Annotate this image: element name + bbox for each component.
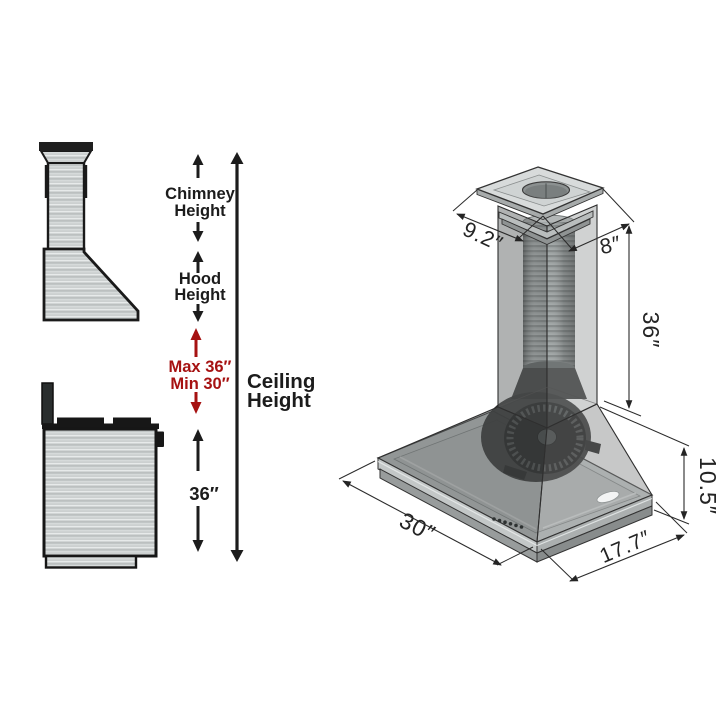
down-arrow-icon [192,540,204,552]
range-gap-label: 36″ [189,483,219,504]
side-chimney-cap [39,142,93,151]
side-hood-body [42,247,140,322]
iso-view: 9.2″ 8″ 36″ 10.5″ 30″ [338,166,720,582]
ceiling-height-label-line1: Ceiling [247,370,315,393]
control-button [503,520,507,524]
extension-line [452,189,478,212]
rim-highlight [536,497,653,547]
side-view-range [41,382,164,569]
extension-line [602,188,635,223]
extension-line [338,460,376,480]
hood-height-label-line1: Hood [179,270,221,288]
up-arrow-icon [230,152,244,164]
side-view-hood [39,142,140,322]
range-grate-right [113,417,151,424]
range-cooktop [42,423,159,429]
extension-line [542,215,573,250]
extension-line [540,548,574,581]
dim-hood-height: 10.5″ [599,406,720,525]
range-body [42,427,158,558]
dim-top-width-label: 8″ [597,231,623,259]
ceiling-height-label-line2: Height [247,389,311,412]
control-button [514,523,518,528]
down-arrow-icon [192,311,204,322]
chimney-height-label-line2: Height [174,202,226,220]
control-button [508,522,513,526]
blower-bracket [585,440,601,454]
range-handle [156,431,164,447]
down-arrow-icon [230,550,244,562]
dimension-line [569,534,685,582]
control-button [492,517,496,521]
extension-line [603,400,642,417]
extension-line [496,546,534,566]
down-arrow-icon [192,231,204,242]
red-down-arrow-icon [190,402,202,414]
height-annotations: Chimney Height Hood Height Max 36″ Min 3… [165,152,315,562]
extension-line [655,501,688,534]
control-button [519,525,524,529]
dim-top-width: 8″ [542,188,635,259]
range-backguard [41,382,54,425]
side-chimney-bracket-left [44,165,48,198]
ceiling-height-arrow [230,152,244,562]
side-chimney-flare [39,150,93,164]
chimney-height-label-line1: Chimney [165,185,236,203]
min-height-label: Min 30″ [170,375,229,393]
dim-chimney-height: 36″ [603,225,664,417]
hood-light [596,490,620,504]
side-chimney [46,149,86,252]
dim-chimney-height-label: 36″ [638,312,664,349]
dimension-line [568,223,630,252]
range-grate-left [57,417,104,424]
control-button [497,518,502,523]
dim-hood-height-label: 10.5″ [695,457,720,515]
side-chimney-bracket-right [84,165,88,198]
up-arrow-icon [192,154,204,165]
red-up-arrow-icon [190,328,202,340]
range-plinth [44,554,138,569]
up-arrow-icon [192,251,204,262]
pyramid-back-edge [497,386,549,408]
hood-height-label-line2: Height [174,286,226,304]
extension-line [599,406,690,447]
up-arrow-icon [192,429,204,441]
dimension-line [456,213,524,242]
max-height-label: Max 36″ [169,358,232,376]
pyramid-back-edge [547,386,598,405]
dimension-line [342,480,502,566]
rim-band [536,505,653,563]
base-reflection [542,492,637,529]
